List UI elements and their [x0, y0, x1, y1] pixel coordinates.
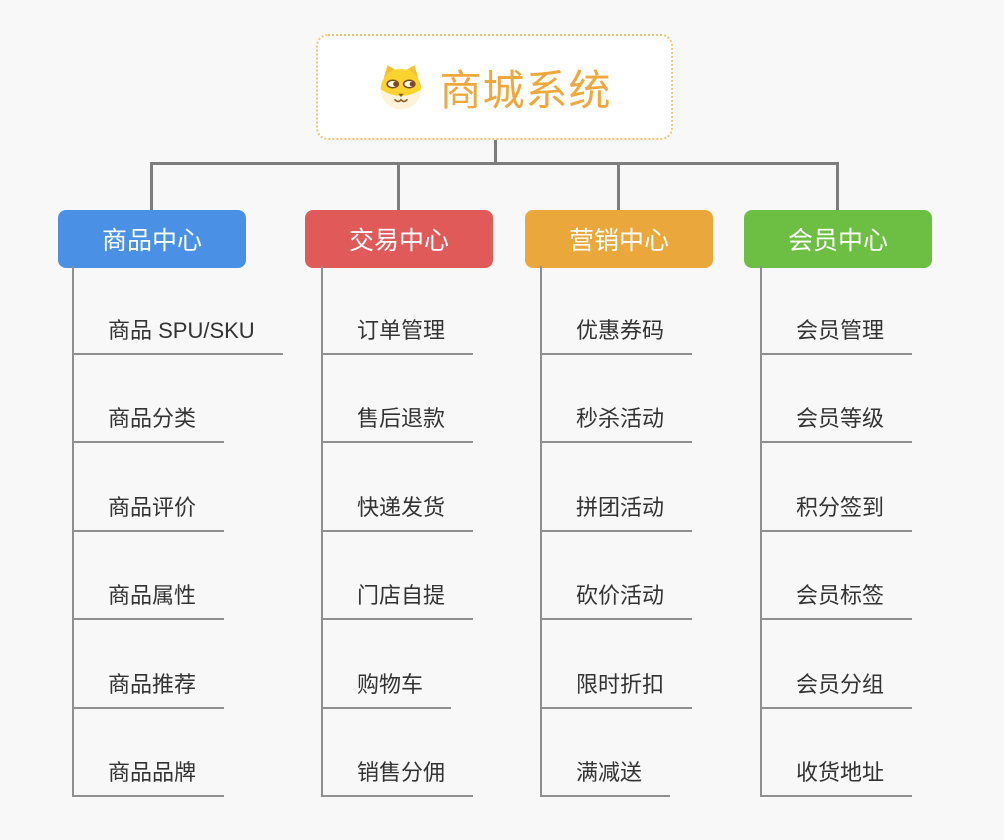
- connector-drop-2: [397, 162, 400, 210]
- branch-label: 营销中心: [568, 227, 669, 255]
- leaf-node[interactable]: 收货地址: [762, 709, 913, 797]
- leaf-label: 商品品牌: [108, 760, 197, 785]
- leaf-node[interactable]: 购物车: [323, 620, 452, 709]
- root-title: 商城系统: [439, 66, 612, 114]
- leaf-node[interactable]: 订单管理: [323, 266, 474, 355]
- leaf-label: 会员标签: [796, 583, 885, 608]
- leaf-node[interactable]: 砍价活动: [542, 532, 693, 620]
- leaf-node[interactable]: 满减送: [542, 709, 671, 797]
- leaf-label: 会员分组: [796, 671, 885, 697]
- leaf-label: 商品评价: [108, 494, 197, 520]
- leaf-node[interactable]: 限时折扣: [542, 620, 693, 709]
- connector-bus: [150, 162, 839, 165]
- leaf-node[interactable]: 会员标签: [762, 532, 913, 620]
- leaf-node[interactable]: 商品评价: [74, 443, 225, 532]
- connector-root-stub: [494, 140, 497, 165]
- leaf-node[interactable]: 商品 SPU/SKU: [74, 266, 283, 355]
- dog-face-icon: [377, 63, 425, 111]
- leaf-node[interactable]: 积分签到: [762, 443, 913, 532]
- branch-label: 商品中心: [101, 227, 202, 255]
- leaf-label: 商品推荐: [108, 671, 197, 697]
- branch-box-product-center[interactable]: 商品中心: [58, 210, 246, 268]
- leaf-node[interactable]: 快递发货: [323, 443, 474, 532]
- leaf-label: 商品分类: [108, 406, 197, 431]
- branch-box-marketing-center[interactable]: 营销中心: [525, 210, 713, 268]
- leaf-label: 砍价活动: [576, 583, 665, 608]
- leaf-column-member-center: 会员管理 会员等级 积分签到 会员标签 会员分组 收货地址: [760, 266, 913, 797]
- leaf-node[interactable]: 商品品牌: [74, 709, 225, 797]
- leaf-label: 售后退款: [357, 406, 446, 431]
- leaf-node[interactable]: 会员管理: [762, 266, 913, 355]
- branch-box-member-center[interactable]: 会员中心: [744, 210, 932, 268]
- connector-drop-1: [150, 162, 153, 210]
- leaf-label: 订单管理: [357, 317, 446, 343]
- leaf-node[interactable]: 会员分组: [762, 620, 913, 709]
- connector-drop-3: [617, 162, 620, 210]
- leaf-node[interactable]: 商品分类: [74, 355, 225, 443]
- leaf-label: 会员管理: [796, 317, 885, 343]
- root-node[interactable]: 商城系统: [316, 34, 673, 140]
- leaf-node[interactable]: 门店自提: [323, 532, 474, 620]
- connector-drop-4: [836, 162, 839, 210]
- leaf-label: 销售分佣: [357, 760, 446, 785]
- leaf-node[interactable]: 拼团活动: [542, 443, 693, 532]
- leaf-label: 会员等级: [796, 406, 885, 431]
- leaf-label: 优惠券码: [576, 317, 665, 343]
- branch-label: 会员中心: [787, 227, 888, 255]
- leaf-label: 快递发货: [357, 494, 446, 520]
- leaf-label: 购物车: [357, 671, 424, 697]
- leaf-label: 限时折扣: [576, 671, 665, 697]
- leaf-label: 积分签到: [796, 494, 885, 520]
- branch-label: 交易中心: [348, 227, 449, 255]
- leaf-column-trade-center: 订单管理 售后退款 快递发货 门店自提 购物车 销售分佣: [321, 266, 474, 797]
- leaf-label: 门店自提: [357, 583, 446, 608]
- leaf-node[interactable]: 秒杀活动: [542, 355, 693, 443]
- leaf-column-product-center: 商品 SPU/SKU 商品分类 商品评价 商品属性 商品推荐 商品品牌: [72, 266, 283, 797]
- leaf-node[interactable]: 优惠券码: [542, 266, 693, 355]
- branch-box-trade-center[interactable]: 交易中心: [305, 210, 493, 268]
- leaf-node[interactable]: 销售分佣: [323, 709, 474, 797]
- leaf-node[interactable]: 会员等级: [762, 355, 913, 443]
- leaf-label: 秒杀活动: [576, 406, 665, 431]
- leaf-node[interactable]: 商品推荐: [74, 620, 225, 709]
- leaf-label: 满减送: [576, 760, 643, 785]
- leaf-label: 商品 SPU/SKU: [108, 317, 255, 343]
- leaf-label: 收货地址: [796, 760, 885, 785]
- leaf-node[interactable]: 商品属性: [74, 532, 225, 620]
- leaf-label: 拼团活动: [576, 494, 665, 520]
- leaf-label: 商品属性: [108, 583, 197, 608]
- leaf-column-marketing-center: 优惠券码 秒杀活动 拼团活动 砍价活动 限时折扣 满减送: [540, 266, 693, 797]
- leaf-node[interactable]: 售后退款: [323, 355, 474, 443]
